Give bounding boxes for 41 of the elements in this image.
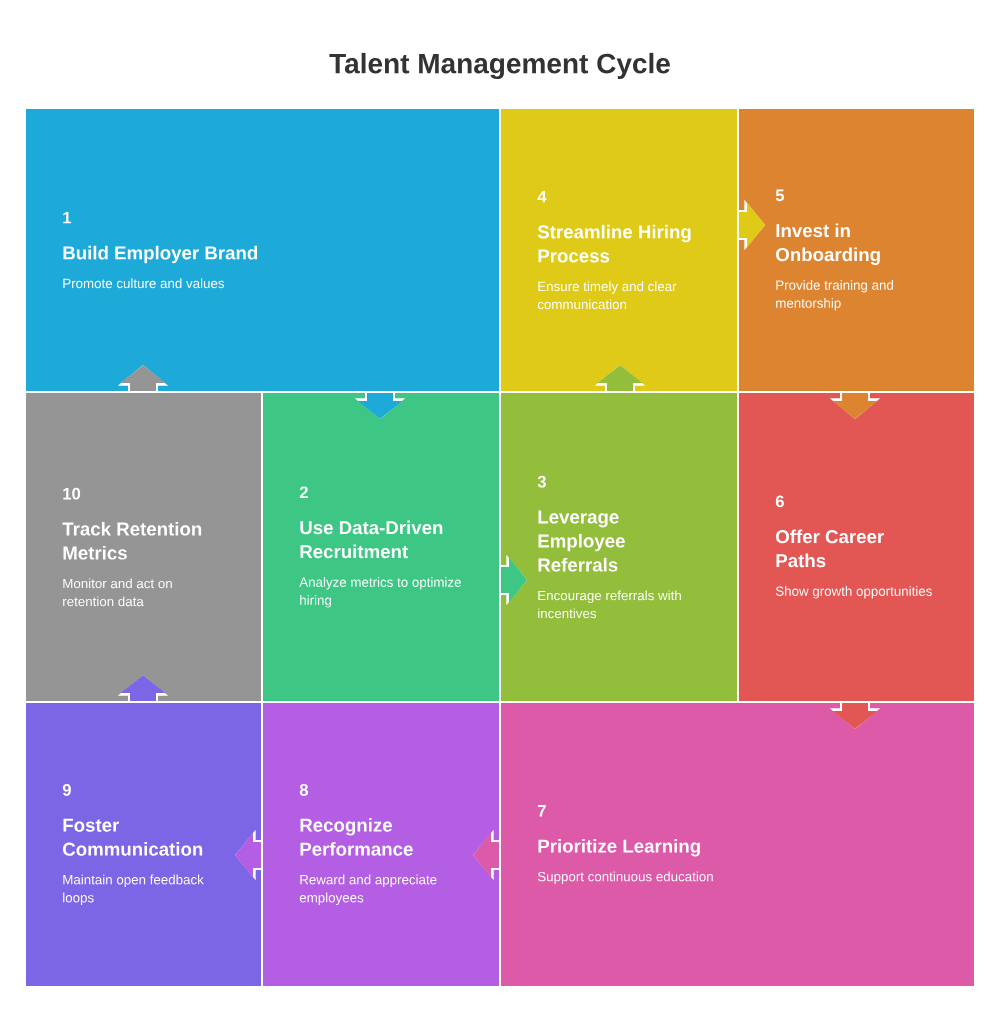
step-number: 10 [63, 487, 81, 500]
step-box [261, 701, 501, 988]
step-number: 5 [775, 189, 785, 202]
step-number: 3 [537, 475, 546, 488]
step-box [24, 701, 263, 988]
step-box [737, 107, 976, 393]
step-title: Build Employer Brand [63, 245, 258, 264]
step-number: 7 [538, 805, 546, 817]
step-number: 2 [299, 486, 308, 499]
step-description: Reward and appreciate employees [299, 874, 437, 906]
step-title: Recognize Performance [300, 818, 413, 856]
step-box [499, 391, 739, 703]
step-title: Track Retention Metrics [62, 521, 202, 560]
step-number: 6 [775, 495, 784, 508]
step-number: 1 [63, 211, 72, 224]
step-number: 4 [537, 190, 547, 203]
step-description: Promote culture and values [63, 278, 225, 289]
step-box [737, 391, 976, 703]
step-description: Maintain open feedback loops [63, 874, 204, 906]
step-box [261, 391, 501, 703]
step-title: Streamline Hiring Process [537, 224, 691, 263]
step-title: Use Data-Driven Recruitment [300, 520, 443, 559]
step-title: Foster Communication [63, 818, 203, 856]
step-description: Ensure timely and clear communication [537, 281, 677, 310]
step-title: Invest in Onboarding [776, 223, 880, 265]
step-description: Analyze metrics to optimize hiring [299, 577, 461, 608]
step-box [24, 391, 263, 703]
step-title: Offer Career Paths [776, 529, 884, 568]
step-box [24, 107, 501, 393]
step-description: Support continuous education [537, 871, 713, 884]
step-title: Leverage Employee Referrals [538, 510, 625, 572]
title: Talent Management Cycle [329, 52, 670, 80]
step-number: 8 [299, 784, 309, 796]
step-box [499, 701, 976, 988]
step-description: Show growth opportunities [775, 586, 932, 599]
step-box [499, 107, 739, 393]
step-description: Monitor and act on retention data [63, 578, 172, 607]
step-description: Encourage referrals with incentives [538, 590, 681, 619]
step-title: Prioritize Learning [538, 839, 700, 857]
step-description: Provide training and mentorship [776, 280, 893, 311]
step-number: 9 [62, 784, 71, 796]
